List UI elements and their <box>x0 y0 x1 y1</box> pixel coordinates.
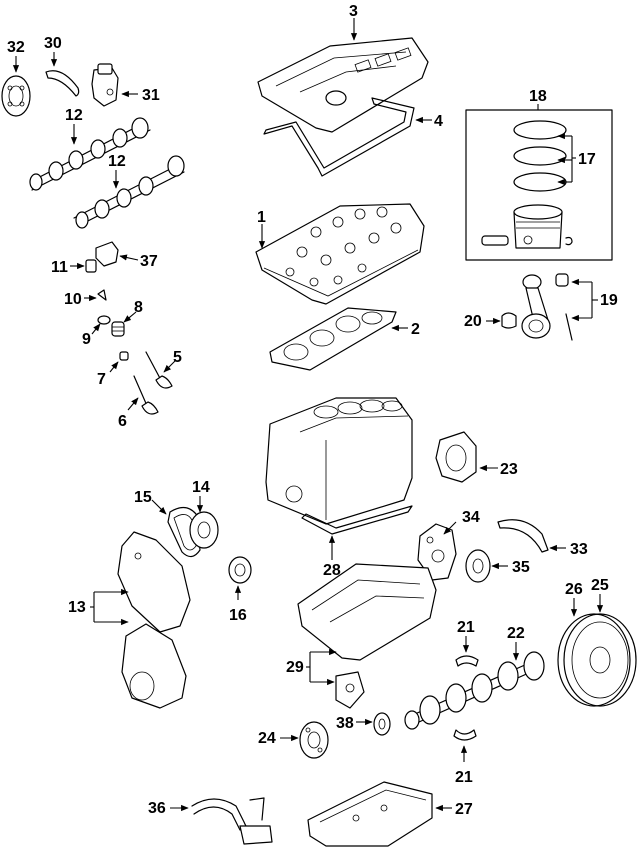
part-18-piston-kit-box <box>465 109 613 261</box>
part-5-intake-valve <box>145 351 173 389</box>
part-37-rocker-arm <box>95 241 119 267</box>
part-4-valve-cover-gasket <box>263 97 415 177</box>
part-7-valve-seal <box>119 351 129 361</box>
part-1-cylinder-head <box>255 203 425 305</box>
callout-10: 10 <box>64 291 82 308</box>
part-17-piston-rings <box>513 120 567 192</box>
callout-22: 22 <box>507 625 525 642</box>
part-2-head-gasket <box>269 307 397 371</box>
part-22-crankshaft <box>404 651 545 730</box>
callout-20: 20 <box>464 313 482 330</box>
callout-23: 23 <box>500 461 518 478</box>
part-11-lash-adjuster <box>85 259 97 273</box>
part-10-valve-keeper <box>97 289 107 301</box>
callout-11: 11 <box>51 259 68 276</box>
piston <box>481 204 573 249</box>
part-21-main-bearing-lower <box>453 729 477 741</box>
callout-27: 27 <box>455 801 473 818</box>
part-19-connecting-rod <box>521 273 573 341</box>
engine-block <box>265 397 413 525</box>
callout-36: 36 <box>148 800 166 817</box>
callout-3: 3 <box>349 3 358 20</box>
callout-12b: 12 <box>108 153 126 170</box>
part-24-crank-pulley <box>299 721 329 759</box>
part-26-drive-plate <box>557 613 631 707</box>
callout-29: 29 <box>286 659 304 676</box>
callout-30: 30 <box>44 35 62 52</box>
part-33-guide-rail <box>497 519 549 553</box>
callout-12a: 12 <box>65 107 83 124</box>
part-12-camshaft-intake <box>29 117 151 191</box>
callout-13: 13 <box>68 599 86 616</box>
part-14-crank-sprocket <box>189 511 219 549</box>
part-31-chain-tensioner <box>91 63 119 107</box>
callout-8: 8 <box>134 299 143 316</box>
part-32-camshaft-sprocket <box>1 75 31 117</box>
callout-2: 2 <box>411 321 420 338</box>
part-28-block-gasket <box>301 505 413 535</box>
part-21-main-bearing-upper <box>455 655 479 667</box>
callout-34: 34 <box>462 509 480 526</box>
part-36-oil-pickup <box>191 797 273 845</box>
part-15-timing-belt <box>167 506 201 558</box>
part-27-oil-pan <box>307 781 433 847</box>
part-16-idler-pulley <box>228 556 252 584</box>
callout-17: 17 <box>578 151 596 168</box>
callout-21b: 21 <box>455 769 473 786</box>
callout-18: 18 <box>529 88 547 105</box>
callout-15: 15 <box>134 489 152 506</box>
part-35-pump-sprocket <box>465 549 491 583</box>
callout-21a: 21 <box>457 619 475 636</box>
callout-9: 9 <box>82 331 91 348</box>
callout-14: 14 <box>192 479 210 496</box>
part-23-rear-seal-housing <box>435 431 477 483</box>
part-29-upper-oil-pan <box>297 563 437 709</box>
callout-35: 35 <box>512 559 530 576</box>
part-13-timing-cover <box>117 531 191 709</box>
callout-28: 28 <box>323 562 341 579</box>
part-6-exhaust-valve <box>133 375 159 415</box>
part-30-tensioner-rail <box>45 70 80 97</box>
callout-33: 33 <box>570 541 588 558</box>
callout-31: 31 <box>142 87 160 104</box>
callout-5: 5 <box>173 349 182 366</box>
part-25-flywheel <box>563 613 637 707</box>
part-9-spring-retainer <box>97 315 111 325</box>
part-8-valve-spring <box>111 321 125 337</box>
callout-16: 16 <box>229 607 247 624</box>
part-34-oil-pump <box>417 523 457 581</box>
callout-32: 32 <box>7 39 25 56</box>
callout-6: 6 <box>118 413 127 430</box>
callout-7: 7 <box>97 371 106 388</box>
callout-38: 38 <box>336 715 354 732</box>
callout-25: 25 <box>591 577 609 594</box>
callout-1: 1 <box>257 209 266 226</box>
callout-4: 4 <box>434 113 443 130</box>
callout-26: 26 <box>565 581 583 598</box>
callout-19: 19 <box>600 292 618 309</box>
part-20-rod-bearing <box>501 312 517 329</box>
part-12-camshaft-exhaust <box>73 155 185 229</box>
callout-24: 24 <box>258 730 276 747</box>
part-3-valve-cover <box>257 37 429 133</box>
part-38-crank-gear <box>373 712 391 736</box>
callout-37: 37 <box>140 253 158 270</box>
